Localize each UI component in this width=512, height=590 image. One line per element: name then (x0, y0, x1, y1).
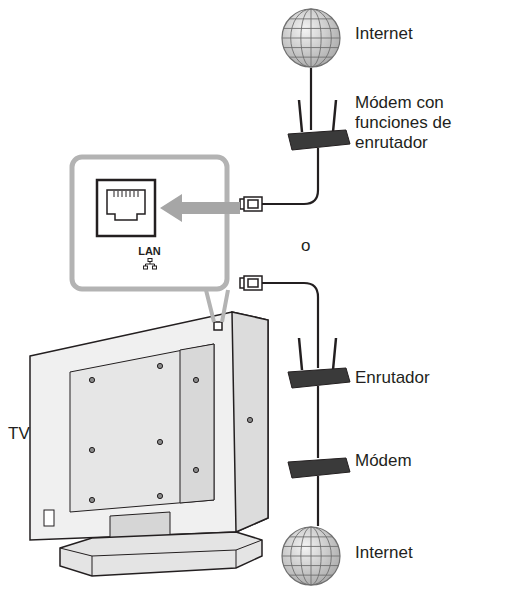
screw (89, 497, 94, 502)
screw (89, 447, 94, 452)
insert-arrow (160, 194, 240, 222)
device-label: Módem (355, 451, 412, 471)
screw (157, 363, 162, 368)
port-label: LAN (72, 245, 227, 257)
tv-rear (30, 312, 268, 576)
screw (247, 417, 252, 422)
screw (157, 493, 162, 498)
conjunction: o (301, 236, 310, 256)
screw (193, 467, 198, 472)
device-label: Módem con funciones de enrutador (355, 93, 490, 153)
network-symbol (143, 258, 157, 270)
screw (157, 439, 162, 444)
screw (193, 377, 198, 382)
device-label: Enrutador (355, 368, 430, 388)
network-label: Internet (355, 543, 413, 563)
modem-device (288, 458, 350, 478)
device-label: TV (8, 424, 30, 444)
screw (89, 377, 94, 382)
modem-router-device (288, 100, 350, 150)
globe-icon (282, 527, 340, 585)
lan-plug (240, 197, 262, 211)
callout-box (72, 157, 228, 322)
network-label: Internet (355, 24, 413, 44)
lan-plug (240, 276, 262, 290)
callout-box: LAN (72, 157, 227, 289)
router-device (288, 338, 350, 388)
globe-icon (282, 9, 340, 67)
